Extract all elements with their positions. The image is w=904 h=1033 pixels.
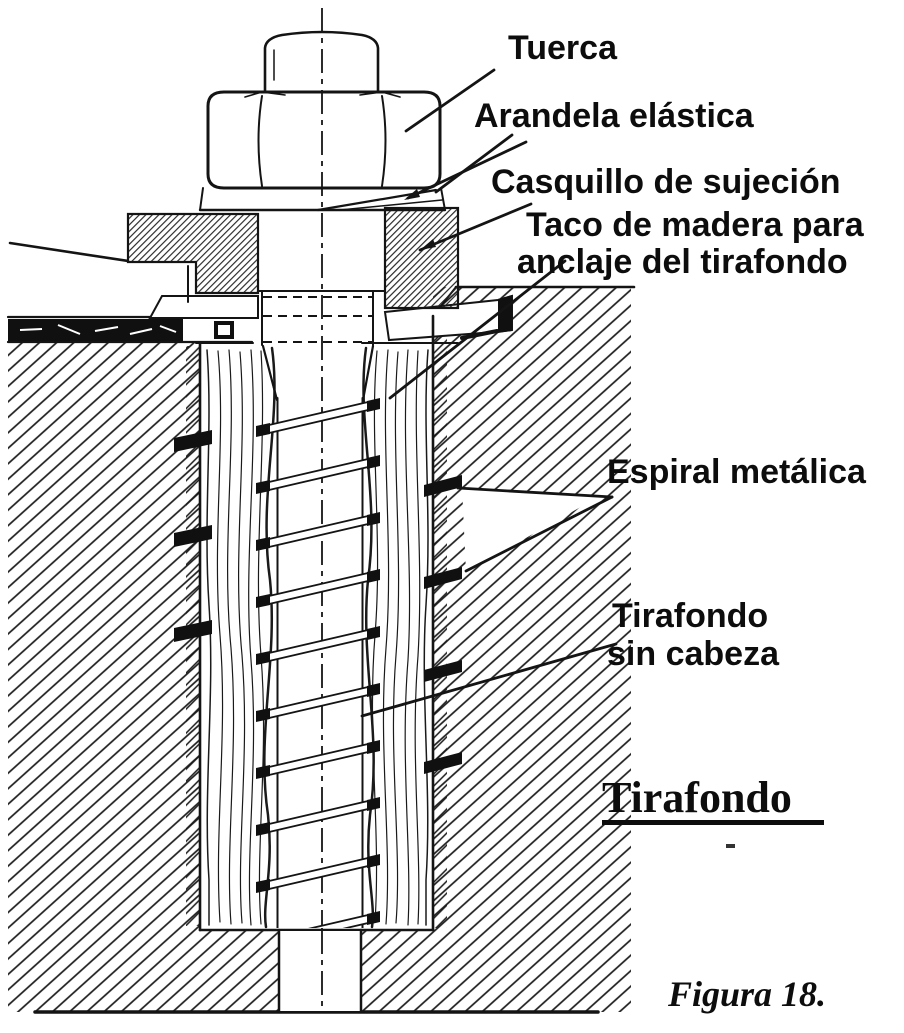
lag-screw (255, 397, 381, 928)
metal-spiral-sections (174, 430, 462, 774)
label-arandela: Arandela elástica (474, 97, 755, 135)
leader-espiral-1 (456, 486, 614, 499)
leader-tuerca (404, 68, 496, 133)
title-underline (602, 820, 824, 825)
leader-arandela (434, 133, 514, 194)
label-tuerca: Tuerca (508, 29, 618, 67)
shank-transition (261, 290, 375, 402)
leader-espiral-2 (464, 495, 614, 573)
leader-taco-a (418, 202, 533, 252)
leader-lines (360, 68, 618, 718)
label-taco-line2: anclaje del tirafondo (517, 243, 848, 281)
hex-nut (206, 90, 442, 190)
label-espiral: Espiral metálica (607, 453, 867, 491)
leader-casquillo (406, 140, 528, 200)
stray-mark (726, 844, 735, 848)
clamp-bushing (126, 206, 460, 310)
label-casquillo: Casquillo de sujeción (491, 163, 841, 201)
leader-sin-cabeza (360, 642, 618, 718)
figure-title: Tirafondo (602, 773, 792, 822)
labels: Tuerca Arandela elástica Casquillo de su… (474, 29, 867, 1014)
label-taco-line1: Taco de madera para (526, 206, 865, 244)
leader-arrowheads (404, 189, 436, 250)
figure-caption: Figura 18. (667, 974, 826, 1014)
screw-tip-below-plug (277, 928, 363, 1013)
leader-taco-b (388, 259, 567, 400)
hidden-shank-lines (263, 296, 373, 343)
label-sin-cabeza-line1: Tirafondo (612, 597, 768, 635)
label-sin-cabeza-line2: sin cabeza (607, 635, 780, 673)
fastened-sheet-edge (8, 241, 130, 263)
